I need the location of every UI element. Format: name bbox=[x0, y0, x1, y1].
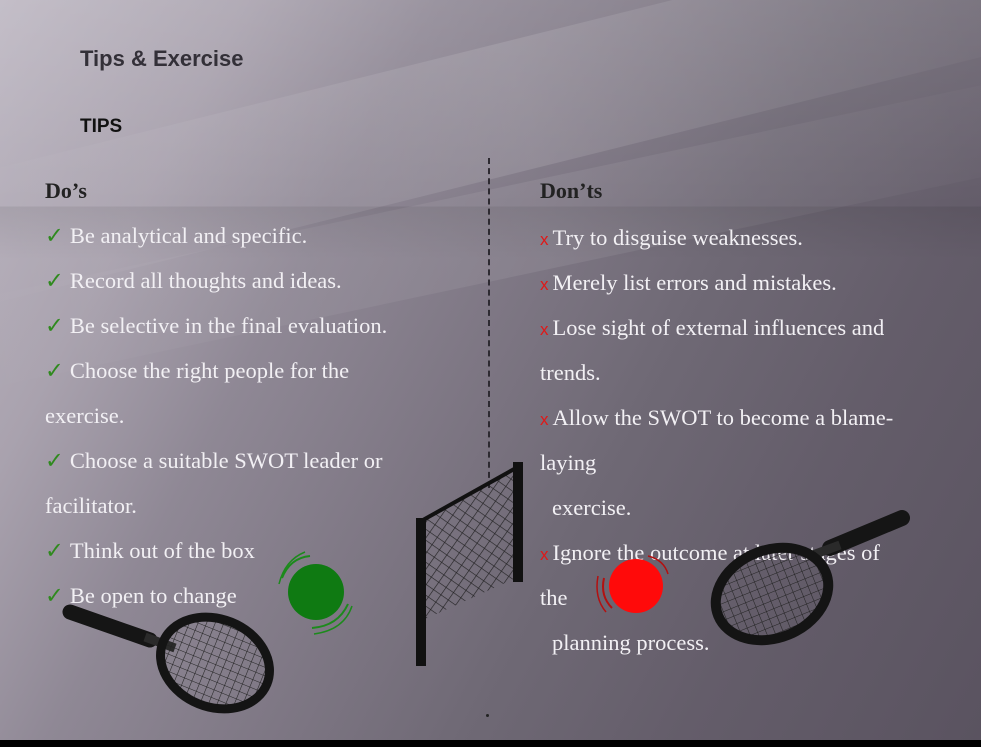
cross-icon: x bbox=[540, 410, 549, 429]
tennis-racket-icon bbox=[710, 510, 910, 646]
decorative-dot bbox=[486, 714, 489, 717]
dos-heading: Do’s bbox=[45, 178, 87, 203]
column-divider bbox=[488, 158, 490, 488]
check-icon: ✓ bbox=[45, 538, 64, 563]
dos-item: ✓Be selective in the final evaluation. bbox=[45, 313, 388, 338]
dos-item: ✓Choose the right people for the bbox=[45, 358, 350, 383]
dos-item-continuation: facilitator. bbox=[45, 493, 137, 518]
tennis-net-icon bbox=[416, 462, 523, 666]
check-icon: ✓ bbox=[45, 448, 64, 473]
dos-item: ✓Be analytical and specific. bbox=[45, 223, 308, 248]
check-icon: ✓ bbox=[45, 583, 64, 608]
dos-item-continuation: exercise. bbox=[45, 403, 125, 428]
donts-item-continuation: exercise. bbox=[552, 495, 632, 520]
donts-item-continuation: planning process. bbox=[552, 630, 710, 655]
check-icon: ✓ bbox=[45, 268, 64, 293]
cross-icon: x bbox=[540, 275, 549, 294]
slide-subtitle: TIPS bbox=[80, 116, 123, 137]
donts-item-continuation: trends. bbox=[540, 360, 601, 385]
check-icon: ✓ bbox=[45, 223, 64, 248]
cross-icon: x bbox=[540, 545, 549, 564]
donts-heading: Don’ts bbox=[540, 178, 603, 203]
cross-icon: x bbox=[540, 230, 549, 249]
dos-item: ✓Think out of the box bbox=[45, 538, 255, 563]
donts-item-continuation: the bbox=[540, 585, 568, 610]
tennis-racket-icon bbox=[62, 604, 274, 714]
dos-item: ✓Record all thoughts and ideas. bbox=[45, 268, 342, 293]
dos-item: ✓Be open to change bbox=[45, 583, 237, 608]
dos-item: ✓Choose a suitable SWOT leader or bbox=[45, 448, 383, 473]
donts-item-continuation: laying bbox=[540, 450, 597, 475]
check-icon: ✓ bbox=[45, 358, 64, 383]
tennis-ball-icon bbox=[596, 555, 669, 613]
cross-icon: x bbox=[540, 320, 549, 339]
check-icon: ✓ bbox=[45, 313, 64, 338]
tennis-ball-icon bbox=[278, 551, 353, 635]
slide-title: Tips & Exercise bbox=[80, 46, 244, 71]
